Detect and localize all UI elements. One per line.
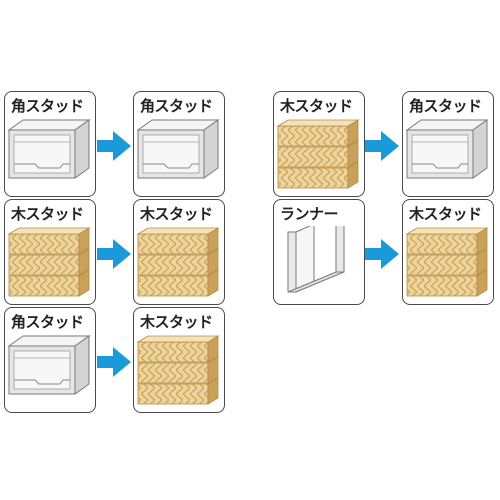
card-steel-stud-4: 角スタッド bbox=[402, 91, 494, 197]
steel-stud-icon bbox=[5, 118, 95, 196]
card-runner: ランナー bbox=[273, 199, 365, 305]
right-arrow-icon bbox=[97, 131, 131, 161]
wood-stud-icon bbox=[5, 226, 95, 304]
wood-stud-icon bbox=[134, 334, 224, 412]
card-label: 木スタッド bbox=[11, 205, 84, 223]
card-label: 角スタッド bbox=[11, 313, 84, 331]
wood-stud-icon bbox=[403, 226, 493, 304]
card-label: 角スタッド bbox=[409, 97, 482, 115]
card-wood-stud-4: 木スタッド bbox=[273, 91, 365, 197]
card-wood-stud-2: 木スタッド bbox=[133, 199, 225, 305]
card-label: 木スタッド bbox=[140, 205, 213, 223]
wood-stud-icon bbox=[274, 118, 364, 196]
steel-stud-icon bbox=[5, 334, 95, 412]
card-steel-stud-1: 角スタッド bbox=[4, 91, 96, 197]
runner-icon bbox=[274, 226, 364, 304]
card-wood-stud-5: 木スタッド bbox=[402, 199, 494, 305]
steel-stud-icon bbox=[403, 118, 493, 196]
right-arrow-icon bbox=[97, 239, 131, 269]
card-label: 木スタッド bbox=[409, 205, 482, 223]
wood-stud-icon bbox=[134, 226, 224, 304]
card-label: ランナー bbox=[280, 205, 339, 223]
card-wood-stud-1: 木スタッド bbox=[4, 199, 96, 305]
card-steel-stud-3: 角スタッド bbox=[4, 307, 96, 413]
right-arrow-icon bbox=[365, 239, 399, 269]
steel-stud-icon bbox=[134, 118, 224, 196]
card-label: 角スタッド bbox=[140, 97, 213, 115]
card-label: 木スタッド bbox=[280, 97, 353, 115]
right-arrow-icon bbox=[365, 131, 399, 161]
right-arrow-icon bbox=[97, 347, 131, 377]
card-label: 木スタッド bbox=[140, 313, 213, 331]
card-label: 角スタッド bbox=[11, 97, 84, 115]
card-wood-stud-3: 木スタッド bbox=[133, 307, 225, 413]
card-steel-stud-2: 角スタッド bbox=[133, 91, 225, 197]
